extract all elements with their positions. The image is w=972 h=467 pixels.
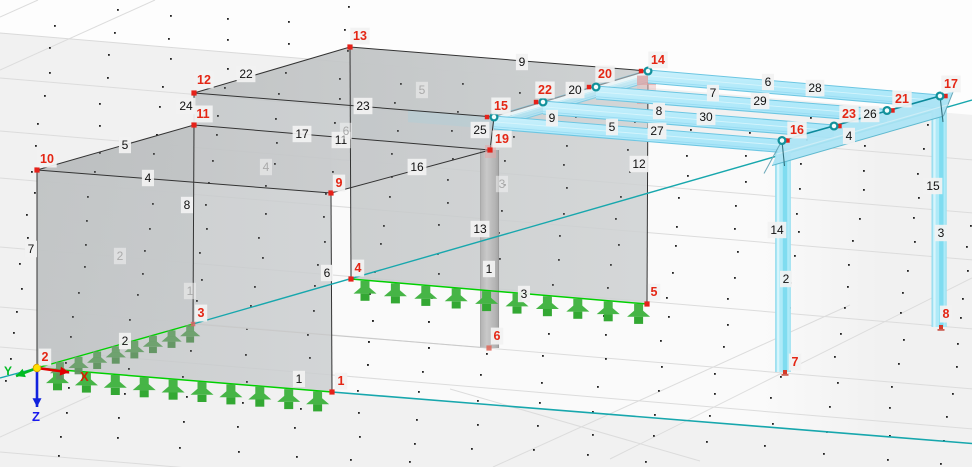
svg-text:6: 6 (343, 124, 350, 138)
svg-text:5: 5 (609, 120, 616, 134)
svg-text:4: 4 (846, 129, 853, 143)
svg-text:4: 4 (263, 160, 270, 174)
svg-text:7: 7 (28, 242, 35, 256)
svg-text:1: 1 (338, 374, 345, 388)
svg-text:6: 6 (494, 329, 501, 343)
svg-text:9: 9 (336, 176, 343, 190)
svg-text:9: 9 (549, 111, 556, 125)
svg-text:Y: Y (4, 364, 12, 378)
svg-text:2: 2 (42, 350, 49, 364)
svg-text:1: 1 (187, 284, 194, 298)
svg-text:22: 22 (538, 83, 552, 97)
svg-text:4: 4 (355, 261, 362, 275)
svg-text:1: 1 (486, 262, 493, 276)
svg-text:2: 2 (117, 249, 124, 263)
svg-text:22: 22 (239, 67, 253, 81)
svg-text:12: 12 (197, 73, 211, 87)
svg-text:19: 19 (495, 132, 509, 146)
svg-text:3: 3 (198, 306, 205, 320)
svg-text:16: 16 (790, 123, 804, 137)
svg-text:3: 3 (521, 287, 528, 301)
svg-text:X: X (80, 369, 89, 384)
svg-text:21: 21 (895, 92, 909, 106)
svg-text:10: 10 (40, 152, 54, 166)
svg-text:7: 7 (792, 355, 799, 369)
svg-text:6: 6 (765, 75, 772, 89)
svg-text:15: 15 (494, 99, 508, 113)
svg-text:29: 29 (753, 94, 767, 108)
svg-text:20: 20 (598, 67, 612, 81)
svg-text:8: 8 (656, 104, 663, 118)
svg-text:23: 23 (842, 107, 856, 121)
svg-text:Z: Z (32, 409, 40, 424)
svg-text:11: 11 (196, 107, 209, 121)
svg-text:15: 15 (926, 179, 940, 193)
svg-text:13: 13 (473, 222, 487, 236)
svg-text:14: 14 (651, 53, 665, 67)
svg-text:6: 6 (324, 266, 331, 280)
svg-text:2: 2 (783, 272, 790, 286)
svg-text:24: 24 (179, 99, 193, 113)
svg-text:17: 17 (944, 77, 958, 91)
svg-text:9: 9 (519, 55, 526, 69)
svg-text:5: 5 (122, 138, 129, 152)
svg-text:27: 27 (650, 124, 664, 138)
svg-text:7: 7 (710, 86, 717, 100)
svg-text:23: 23 (356, 99, 370, 113)
svg-text:28: 28 (808, 81, 822, 95)
svg-text:5: 5 (419, 83, 426, 97)
svg-text:17: 17 (295, 127, 309, 141)
svg-text:26: 26 (863, 107, 877, 121)
svg-text:12: 12 (632, 157, 646, 171)
svg-text:8: 8 (184, 198, 191, 212)
svg-text:30: 30 (699, 110, 713, 124)
svg-text:8: 8 (943, 307, 950, 321)
svg-text:13: 13 (353, 29, 367, 43)
svg-text:25: 25 (473, 123, 487, 137)
svg-text:20: 20 (568, 83, 582, 97)
svg-text:14: 14 (770, 223, 784, 237)
svg-text:3: 3 (938, 226, 945, 240)
svg-text:16: 16 (410, 160, 424, 174)
svg-text:2: 2 (122, 334, 129, 348)
svg-text:3: 3 (499, 177, 506, 191)
svg-text:4: 4 (145, 171, 152, 185)
svg-text:5: 5 (651, 285, 658, 299)
svg-text:1: 1 (296, 372, 303, 386)
